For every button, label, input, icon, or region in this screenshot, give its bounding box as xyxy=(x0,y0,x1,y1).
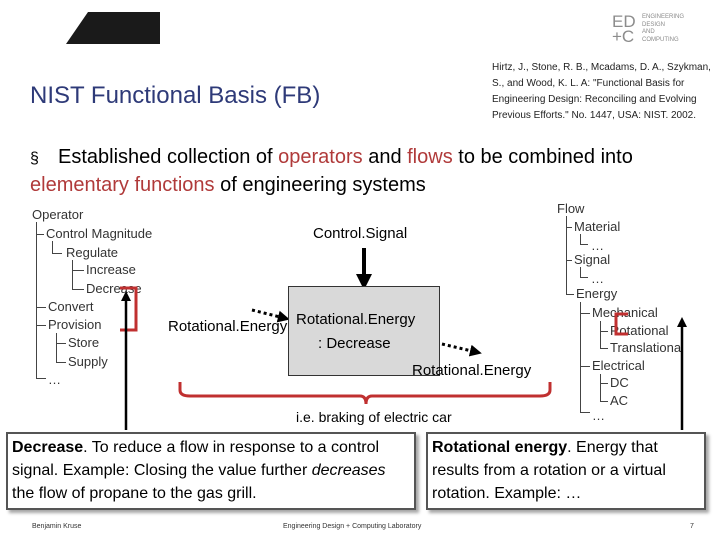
edc-logo-line1: ED xyxy=(612,12,636,31)
definition-rotational-text: . Energy that results from a rotation or… xyxy=(432,439,666,502)
tree-supply: Supply xyxy=(68,354,108,369)
footer-author: Benjamin Kruse xyxy=(32,523,82,530)
tree-flow-root: Flow xyxy=(557,201,585,216)
tree-flow-ellipsis: … xyxy=(592,408,605,423)
edc-logo: ED +C ENGINEERING DESIGN AND COMPUTING xyxy=(612,12,684,46)
function-block xyxy=(288,286,440,376)
edc-word-engineering: ENGINEERING xyxy=(642,14,685,20)
function-block-line2: : Decrease xyxy=(318,335,391,352)
definition-rotational-term: Rotational energy xyxy=(432,439,568,456)
red-brace-example xyxy=(178,382,552,405)
definition-rotational-energy: Rotational energy. Energy that results f… xyxy=(426,432,706,510)
bullet-flows: flows xyxy=(407,146,453,168)
bullet-text-4: of engineering systems xyxy=(214,174,426,196)
tree-increase: Increase xyxy=(86,262,136,277)
tree-electrical: Electrical xyxy=(592,358,645,373)
tree-signal-ellipsis: … xyxy=(591,271,604,286)
slide-title: NIST Functional Basis (FB) xyxy=(30,82,321,109)
edc-word-design: DESIGN xyxy=(642,21,666,28)
arrow-output-energy xyxy=(441,342,482,357)
footer-page-number: 7 xyxy=(690,523,694,530)
bullet-text-1: Established collection of xyxy=(58,146,279,168)
tree-dc: DC xyxy=(610,375,629,390)
tree-operator-ellipsis: … xyxy=(48,372,61,387)
bullet-text-3: to be combined into xyxy=(452,146,633,168)
definition-decrease-text1: . To reduce a flow in response to a cont… xyxy=(12,439,380,479)
input-energy-label: Rotational.Energy xyxy=(168,318,288,335)
tree-store: Store xyxy=(68,335,100,350)
bullet-point: § Established collection of operators and… xyxy=(30,144,710,198)
definition-decrease-term: Decrease xyxy=(12,439,84,456)
tree-operator-root: Operator xyxy=(32,207,84,222)
tree-convert: Convert xyxy=(48,299,94,314)
citation: Hirtz, J., Stone, R. B., Mcadams, D. A.,… xyxy=(492,62,711,121)
tree-signal: Signal xyxy=(574,252,611,267)
example-label: i.e. braking of electric car xyxy=(296,409,452,425)
bullet-elementary: elementary functions xyxy=(30,174,215,196)
edc-logo-words: ENGINEERING DESIGN AND COMPUTING xyxy=(642,14,702,44)
arrow-input-energy xyxy=(251,308,290,323)
tree-control-magnitude: Control Magnitude xyxy=(46,226,153,241)
edc-word-and: AND xyxy=(642,29,655,35)
red-bracket-operator xyxy=(120,286,138,332)
red-bracket-flow xyxy=(614,312,628,336)
definition-decrease: Decrease. To reduce a flow in response t… xyxy=(6,432,416,510)
bullet-operators: operators xyxy=(278,146,363,168)
dark-logo-shape xyxy=(66,12,160,44)
tree-material-ellipsis: … xyxy=(591,238,604,253)
tree-material: Material xyxy=(574,219,621,234)
bullet-marker: § xyxy=(30,150,39,167)
function-block-line1: Rotational.Energy xyxy=(296,311,416,328)
tree-energy: Energy xyxy=(576,286,618,301)
edc-logo-line2: +C xyxy=(612,27,635,46)
tree-regulate: Regulate xyxy=(66,245,119,260)
edc-word-computing: COMPUTING xyxy=(642,36,679,43)
definition-decrease-text2: the flow of propane to the gas grill. xyxy=(12,485,257,502)
tree-translational: Translational xyxy=(610,340,684,355)
control-signal-label: Control.Signal xyxy=(313,225,408,242)
footer-lab: Engineering Design + Computing Laborator… xyxy=(283,523,422,530)
tree-provision: Provision xyxy=(48,317,102,332)
bullet-text-2: and xyxy=(362,146,408,168)
tree-ac: AC xyxy=(610,393,629,408)
output-energy-label: Rotational.Energy xyxy=(412,362,532,379)
definition-decrease-emph: decreases xyxy=(311,462,386,479)
